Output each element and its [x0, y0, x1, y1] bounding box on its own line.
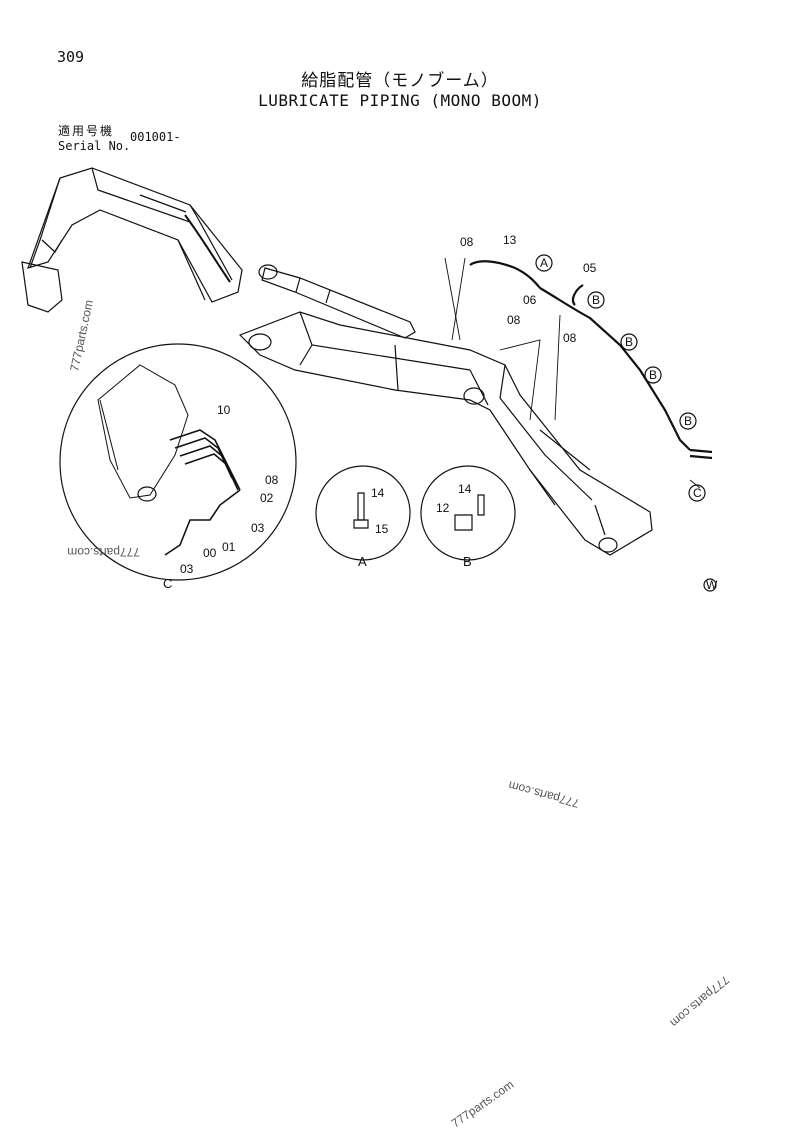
- bubble-b-label: B: [625, 335, 633, 349]
- w-mark: W: [703, 578, 718, 592]
- title-english: LUBRICATE PIPING (MONO BOOM): [258, 91, 542, 110]
- bubble-b-label: B: [592, 293, 600, 307]
- bubble-c-label: C: [693, 486, 702, 500]
- detail-c-part-00: 00: [203, 546, 217, 560]
- detail-c-part-01: 01: [222, 540, 236, 554]
- part-label-08: 08: [507, 313, 521, 327]
- w-mark-label: W: [706, 578, 718, 592]
- detail-c-part-03: 03: [251, 521, 265, 535]
- watermark: 777parts.com: [507, 778, 581, 810]
- part-label-05: 05: [583, 261, 597, 275]
- watermark: 777parts.com: [449, 1077, 517, 1130]
- leader-lines-main: [444, 257, 701, 489]
- detail-a-part-15: 15: [375, 522, 389, 536]
- detail-a: 14 15 A: [315, 465, 411, 569]
- main-boom: [238, 264, 653, 556]
- bubble-b-label: B: [684, 414, 692, 428]
- detail-a-part-14: 14: [371, 486, 385, 500]
- part-label-08: 08: [563, 331, 577, 345]
- title-japanese: 給脂配管（モノブーム）: [301, 71, 499, 91]
- detail-b-part-12: 12: [436, 501, 450, 515]
- detail-c-part-02: 02: [260, 491, 274, 505]
- bubble-b-label: B: [649, 368, 657, 382]
- grease-pipe-main: [469, 260, 713, 460]
- watermark: 777parts.com: [67, 545, 140, 559]
- detail-a-title: A: [358, 554, 367, 569]
- part-label-08: 08: [460, 235, 474, 249]
- detail-b-title: B: [463, 554, 472, 569]
- bubble-b-main-3: B: [644, 366, 662, 384]
- bubble-b-main-1: B: [587, 291, 605, 309]
- detail-b: 14 12 B: [420, 465, 516, 569]
- bubble-a-main: A: [535, 254, 553, 272]
- part-label-13: 13: [503, 233, 517, 247]
- part-label-06: 06: [523, 293, 537, 307]
- serial-label-english: Serial No.: [58, 139, 131, 153]
- watermark: 777parts.com: [667, 973, 732, 1030]
- detail-c-title: C: [163, 576, 172, 591]
- bubble-a-label: A: [540, 256, 548, 270]
- overview-attachment: [21, 167, 243, 313]
- detail-b-part-14: 14: [458, 482, 472, 496]
- detail-c: 10 08 02 03 01 00 03 C: [59, 343, 297, 591]
- watermark: 777parts.com: [67, 299, 96, 373]
- detail-c-part-10: 10: [217, 403, 231, 417]
- page-number: 309: [57, 48, 85, 66]
- serial-label-japanese: 適用号機: [58, 124, 115, 138]
- detail-c-part-03b: 03: [180, 562, 194, 576]
- bubble-b-main-2: B: [620, 333, 638, 351]
- bubble-b-main-4: B: [679, 412, 697, 430]
- detail-c-part-08: 08: [265, 473, 279, 487]
- bubble-c-main: C: [688, 484, 706, 502]
- serial-value: 001001-: [130, 130, 181, 144]
